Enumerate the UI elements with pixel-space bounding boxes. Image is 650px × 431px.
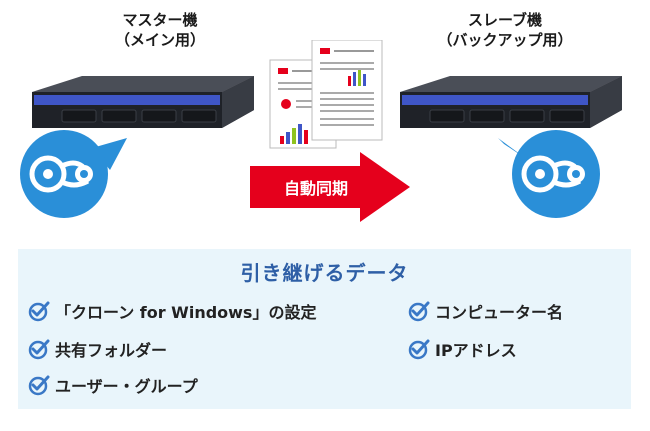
slave-subtitle: （バックアップ用） bbox=[437, 31, 573, 49]
master-server-image bbox=[32, 76, 254, 128]
slave-clone-badge-icon bbox=[498, 130, 600, 218]
check-icon bbox=[28, 375, 50, 396]
item-label: 「クローン for Windows」の設定 bbox=[55, 303, 317, 322]
item-label: ユーザー・グループ bbox=[55, 377, 198, 396]
item-label: コンピューター名 bbox=[435, 303, 564, 322]
item-label: 共有フォルダー bbox=[55, 341, 168, 360]
check-icon bbox=[28, 301, 50, 322]
list-item: 共有フォルダー bbox=[28, 337, 167, 361]
check-icon bbox=[408, 339, 430, 360]
list-item: IPアドレス bbox=[408, 337, 517, 361]
slave-server-image bbox=[400, 76, 622, 128]
master-subtitle: （メイン用） bbox=[114, 31, 205, 49]
sync-arrow-icon bbox=[250, 152, 410, 222]
panel-title: 引き継げるデータ bbox=[240, 261, 409, 285]
master-clone-badge-icon bbox=[20, 130, 127, 218]
list-item: 「クローン for Windows」の設定 bbox=[28, 299, 316, 323]
master-label: マスター機 （メイン用） bbox=[60, 10, 260, 50]
sync-label: 自動同期 bbox=[283, 179, 348, 198]
check-icon bbox=[28, 339, 50, 360]
slave-title: スレーブ機 bbox=[467, 11, 543, 29]
transferable-data-panel: 引き継げるデータ 「クローン for Windows」の設定 共有フォルダー ユ… bbox=[18, 249, 631, 409]
slave-label: スレーブ機 （バックアップ用） bbox=[395, 10, 615, 50]
check-icon bbox=[408, 301, 430, 322]
list-item: コンピューター名 bbox=[408, 299, 563, 323]
list-item: ユーザー・グループ bbox=[28, 373, 198, 397]
master-title: マスター機 bbox=[122, 11, 198, 29]
item-label: IPアドレス bbox=[435, 341, 517, 360]
documents-icon bbox=[269, 40, 383, 149]
